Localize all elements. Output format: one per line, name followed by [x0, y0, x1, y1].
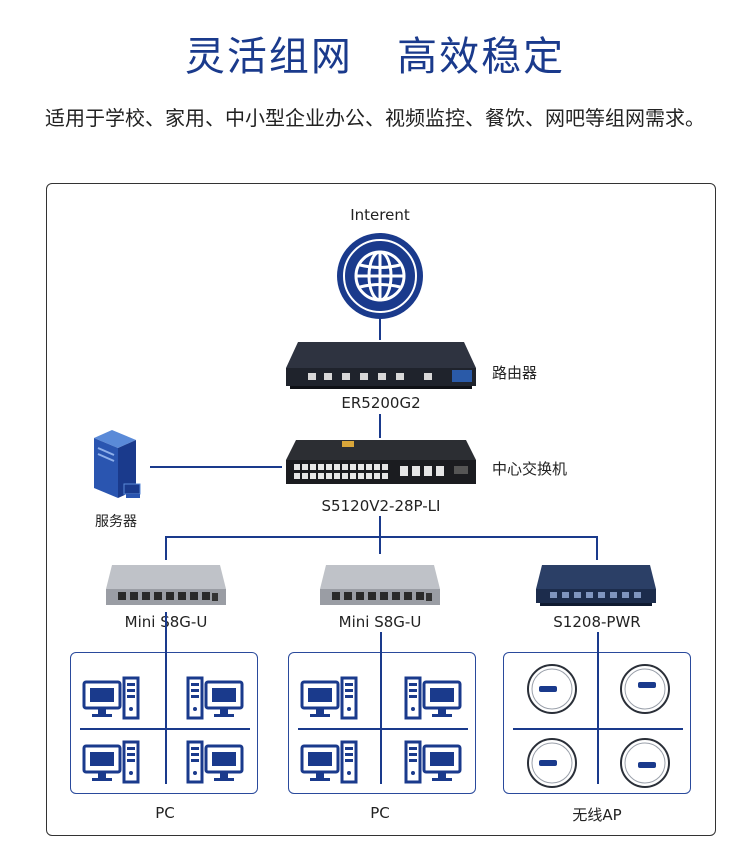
middle-switch-model-label: Mini S8G-U [338, 613, 422, 631]
pc-group-middle [288, 652, 476, 794]
access-point-icon [618, 736, 672, 790]
server-icon [88, 428, 144, 502]
group-divider [380, 632, 382, 784]
pc-icon [300, 676, 360, 720]
connector-bus [165, 536, 598, 538]
page-subtitle: 适用于学校、家用、中小型企业办公、视频监控、餐饮、网吧等组网需求。 [45, 106, 705, 130]
group-divider [298, 728, 468, 730]
core-switch-name-label: 中心交换机 [492, 460, 568, 478]
right-group-label: 无线AP [572, 806, 622, 824]
pc-icon [404, 676, 464, 720]
router-icon [284, 340, 478, 390]
left-group-label: PC [155, 804, 175, 822]
group-divider [513, 728, 683, 730]
switch-icon [534, 561, 658, 609]
access-point-icon [525, 736, 579, 790]
internet-label: Interent [350, 206, 410, 224]
group-divider [165, 612, 167, 784]
connector-bus-left [165, 536, 167, 560]
access-point-icon [618, 662, 672, 716]
connector-router-switch [379, 414, 381, 438]
access-point-icon [525, 662, 579, 716]
connector-server-switch [150, 466, 282, 468]
switch-icon [104, 561, 228, 609]
pc-icon [404, 740, 464, 784]
globe-icon [336, 232, 424, 320]
right-switch-model-label: S1208-PWR [553, 613, 641, 631]
router-name-label: 路由器 [492, 364, 538, 382]
group-divider [597, 632, 599, 784]
middle-group-label: PC [370, 804, 390, 822]
switch-icon [284, 438, 478, 490]
server-label: 服务器 [95, 514, 137, 530]
core-switch-model-label: S5120V2-28P-LI [321, 497, 441, 515]
pc-icon [186, 676, 246, 720]
pc-icon [186, 740, 246, 784]
connector-internet-router [379, 318, 381, 340]
pc-group-left [70, 652, 258, 794]
pc-icon [82, 740, 142, 784]
switch-icon [318, 561, 442, 609]
page-title: 灵活组网 高效稳定 [184, 34, 566, 80]
router-model-label: ER5200G2 [341, 394, 421, 412]
connector-bus-right [596, 536, 598, 560]
connector-switch-bus [379, 516, 381, 554]
pc-icon [82, 676, 142, 720]
diagram-frame [46, 183, 716, 836]
pc-icon [300, 740, 360, 784]
group-divider [80, 728, 250, 730]
